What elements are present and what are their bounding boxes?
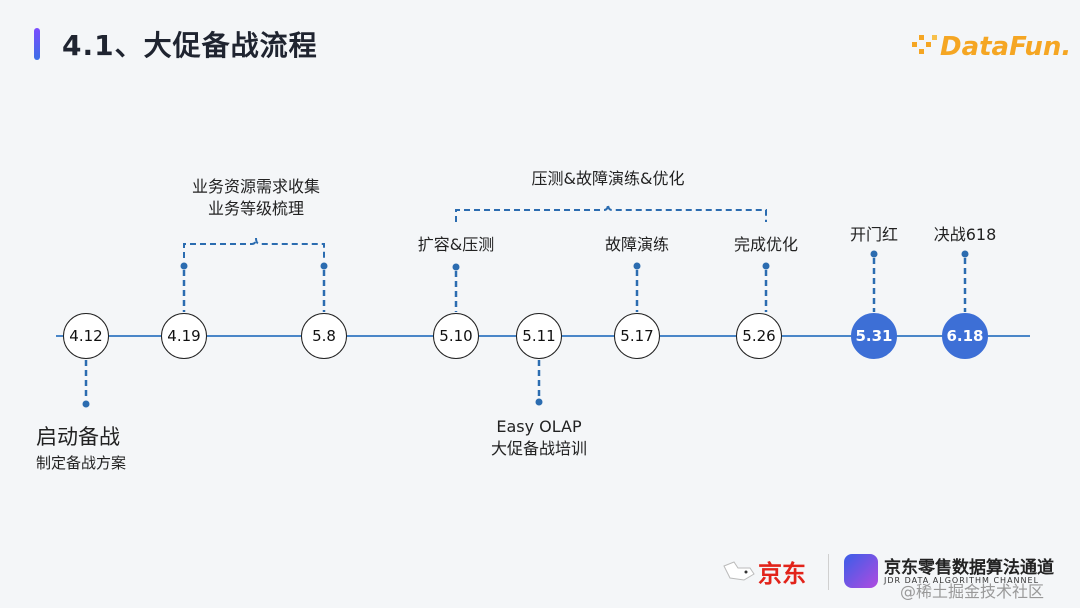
timeline-node: 4.12	[63, 313, 109, 359]
bracket-group1	[183, 237, 325, 258]
connector-dot-517	[633, 262, 641, 270]
label-expand: 扩容&压测	[417, 235, 495, 254]
channel-name: 京东零售数据算法通道	[884, 558, 1054, 578]
bracket-group2	[455, 203, 767, 222]
connector-dot-618	[961, 250, 969, 258]
connector-dot-start	[82, 400, 90, 408]
logo-dots-icon	[912, 35, 937, 54]
connector-dot-511	[535, 398, 543, 406]
datafun-logo: DataFun.	[912, 20, 1071, 68]
timeline-node: 5.26	[736, 313, 782, 359]
connector-dot-510	[452, 263, 460, 271]
label-training-line1: Easy OLAP	[496, 417, 582, 436]
page-title: 4.1、大促备战流程	[62, 29, 318, 62]
label-training-line2: 大促备战培训	[490, 439, 587, 458]
connector-dot-419	[180, 262, 188, 270]
jd-logo-text: 京东	[758, 560, 806, 588]
label-optimize: 完成优化	[733, 235, 798, 254]
watermark: @稀土掘金技术社区	[900, 582, 1045, 601]
connector-dot-526	[762, 262, 770, 270]
jd-dog-icon	[723, 561, 755, 581]
label-group1-line1: 业务资源需求收集	[191, 177, 320, 196]
timeline-node: 5.31	[851, 313, 897, 359]
connector-dot-58	[320, 262, 328, 270]
connector-dot-531	[870, 250, 878, 258]
label-open: 开门红	[849, 225, 898, 244]
timeline-node: 6.18	[942, 313, 988, 359]
label-fault: 故障演练	[604, 235, 669, 254]
channel-name-en: JDR DATA ALGORITHM CHANNEL	[884, 576, 1040, 585]
logo-text: DataFun.	[940, 32, 1072, 62]
label-group1-line2: 业务等级梳理	[207, 199, 304, 218]
label-final: 决战618	[933, 225, 997, 244]
label-group2-title: 压测&故障演练&优化	[531, 169, 685, 188]
timeline-node: 5.17	[614, 313, 660, 359]
channel-badge-icon	[844, 554, 878, 588]
label-start-title: 启动备战	[36, 425, 120, 449]
timeline-node: 5.10	[433, 313, 479, 359]
title-accent-bar	[34, 28, 40, 60]
footer-divider	[828, 554, 829, 590]
timeline-node: 4.19	[161, 313, 207, 359]
label-start-sub: 制定备战方案	[36, 454, 127, 472]
timeline-node: 5.8	[301, 313, 347, 359]
timeline-node: 5.11	[516, 313, 562, 359]
